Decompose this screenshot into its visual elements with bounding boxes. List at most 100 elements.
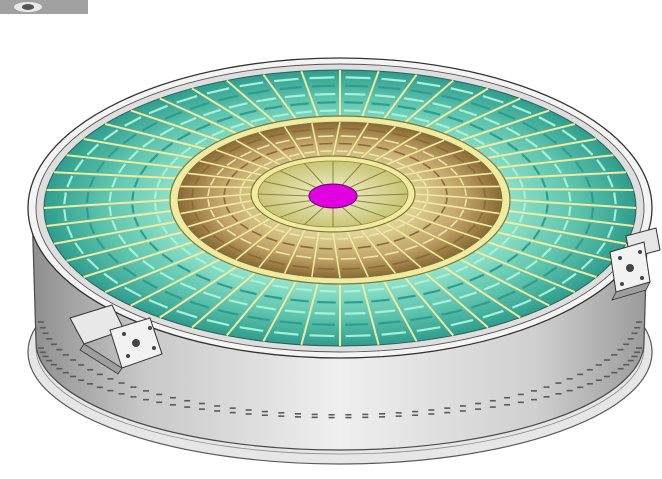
outer-spoke xyxy=(404,79,454,124)
outer-slat xyxy=(497,290,516,300)
outer-slat xyxy=(217,94,239,102)
outer-slat xyxy=(596,242,606,255)
inner-slat xyxy=(275,250,290,256)
inner-slat xyxy=(340,135,357,138)
bolt-hole xyxy=(62,354,69,356)
bolt-hole xyxy=(37,347,44,349)
inner-slat xyxy=(201,164,211,174)
outer-spoke xyxy=(474,250,576,293)
outer-slat xyxy=(159,126,175,137)
outer-spoke xyxy=(159,97,237,135)
inner-slat xyxy=(275,139,290,145)
outer-radial-spokes xyxy=(43,70,637,346)
outer-slat xyxy=(131,204,135,214)
inner-slat xyxy=(209,177,216,186)
outer-slat xyxy=(161,142,174,152)
inner-slat xyxy=(292,129,310,133)
bolt-hole xyxy=(107,389,114,392)
outer-slat xyxy=(128,247,139,258)
inner-slat xyxy=(483,188,487,198)
outer-slat xyxy=(584,176,592,188)
inner-slat xyxy=(477,176,484,186)
bolt-hole xyxy=(345,413,352,416)
inner-spoke xyxy=(385,139,445,166)
outer-slat xyxy=(606,225,614,239)
hub-spoke xyxy=(349,170,387,188)
outer-spoke xyxy=(225,276,276,337)
outer-spoke xyxy=(496,154,614,169)
inner-spoke xyxy=(180,199,253,215)
outer-slat xyxy=(553,163,563,174)
inner-slat xyxy=(422,150,435,158)
outer-slat xyxy=(447,115,464,123)
inner-slat xyxy=(435,244,449,253)
outer-spoke xyxy=(443,97,521,135)
outer-slat xyxy=(371,102,390,107)
bolt-hole xyxy=(379,413,386,415)
outer-slat xyxy=(95,237,106,250)
inner-slat xyxy=(263,223,273,229)
outer-slat xyxy=(343,109,361,113)
outer-slat xyxy=(164,110,183,120)
outer-slat xyxy=(506,142,519,152)
inner-slat xyxy=(253,166,261,173)
bolt-hole xyxy=(428,413,435,415)
outer-slat xyxy=(155,214,162,224)
bolt-hole xyxy=(130,396,137,398)
inner-spoke xyxy=(180,185,253,189)
outer-slat xyxy=(108,205,113,217)
bolt-hole xyxy=(143,398,150,401)
outer-slat xyxy=(139,165,148,176)
bolt-hole xyxy=(198,402,205,405)
outer-spoke xyxy=(383,280,418,342)
inner-slat xyxy=(426,188,429,194)
inner-slat xyxy=(483,200,487,210)
inner-slat xyxy=(415,253,431,260)
center-hub-magenta xyxy=(308,183,358,209)
outer-slat xyxy=(279,320,302,325)
outer-slat xyxy=(195,273,211,282)
outer-slat xyxy=(511,225,519,235)
outer-spoke xyxy=(459,109,550,142)
bolt-hole xyxy=(62,371,69,374)
inner-slat xyxy=(231,170,239,178)
inner-slat xyxy=(253,217,261,223)
bolt-hole xyxy=(78,364,85,366)
outer-slat xyxy=(195,123,211,132)
outer-slat xyxy=(506,253,519,263)
outer-slat xyxy=(488,246,500,256)
outer-slat xyxy=(590,207,595,219)
outer-slat xyxy=(250,279,266,285)
inner-slat xyxy=(240,162,249,170)
outer-slat xyxy=(345,84,368,88)
outer-slat xyxy=(284,309,306,314)
inner-slat xyxy=(445,197,448,205)
inner-spoke xyxy=(311,231,320,277)
outer-spoke xyxy=(226,79,276,124)
bolt-hole xyxy=(566,389,573,392)
bolt-hole xyxy=(636,321,643,323)
inner-slat xyxy=(209,209,216,218)
outer-slat xyxy=(522,279,539,290)
inner-slat xyxy=(342,127,361,131)
outer-slat xyxy=(264,294,283,300)
outer-slat xyxy=(345,76,371,80)
outer-spoke xyxy=(191,271,256,329)
outer-slat xyxy=(470,101,491,110)
bolt-hole xyxy=(87,383,94,385)
bolt-hole xyxy=(444,407,451,409)
outer-slat xyxy=(117,233,127,245)
inner-slat xyxy=(467,224,476,233)
inner-slat xyxy=(450,167,458,176)
inner-slat xyxy=(422,162,432,170)
outer-slat xyxy=(458,108,477,117)
bolt-hole xyxy=(428,409,435,411)
outer-slat xyxy=(473,256,486,265)
inner-slat xyxy=(318,135,334,138)
bolt-hole xyxy=(294,416,301,418)
outer-slat xyxy=(255,97,276,103)
inner-slat xyxy=(396,161,405,167)
bolt-hole xyxy=(611,371,618,374)
outer-slat xyxy=(482,309,504,319)
bolt-hole xyxy=(328,416,335,419)
